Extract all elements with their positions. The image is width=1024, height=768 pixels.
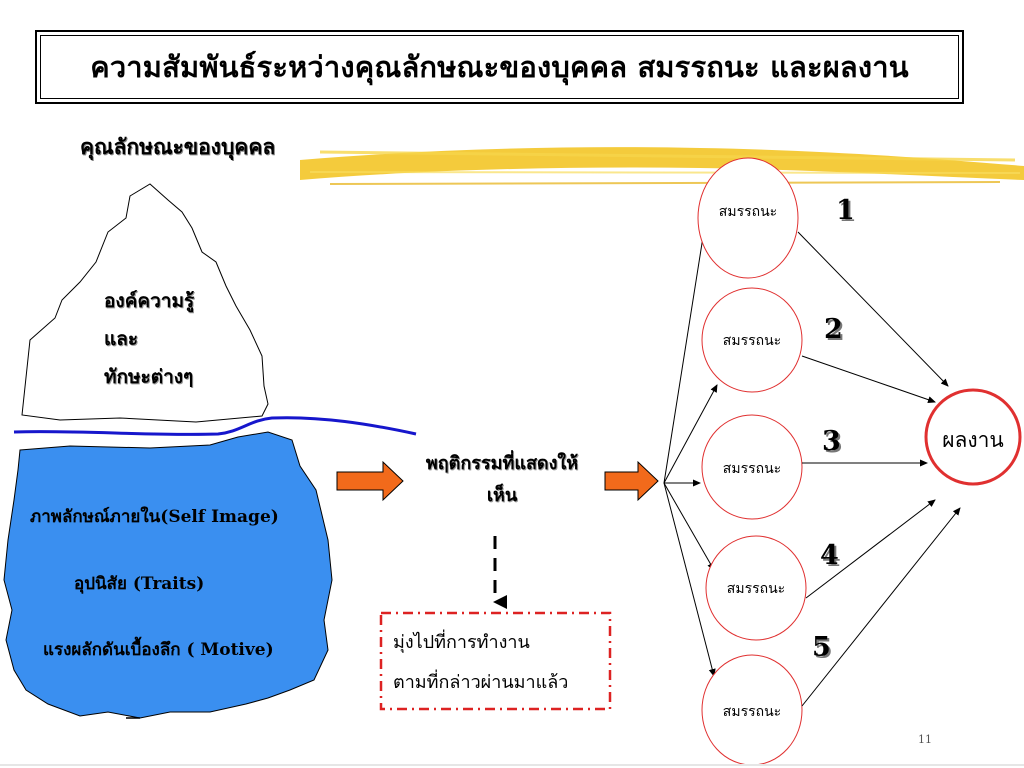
orange-arrow-right [604,460,659,502]
page-title: ความสัมพันธ์ระหว่างคุณลักษณะของบุคคล สมร… [90,50,909,84]
fan-arrows [663,217,718,677]
competency-circle-1 [697,157,799,279]
competency-number-3: 3 [822,426,841,457]
behavior-label: พฤติกรรมที่แสดงให้เห็น [425,453,579,506]
result-arrows [797,231,961,707]
competency-number-4: 4 [820,540,839,571]
waterline [13,416,417,436]
competency-number-2: 2 [824,314,843,345]
competency-number-5: 5 [812,632,831,663]
note-line-2: ตามที่กล่าวผ่านมาแล้ว [393,672,569,693]
iceberg-top-line-1: องค์ความรู้ [104,290,195,312]
competency-circle-3 [701,414,803,520]
result-label: ผลงาน [942,428,1004,452]
iceberg-top-shape [21,183,269,423]
title-box: ความสัมพันธ์ระหว่างคุณลักษณะของบุคคล สมร… [35,30,964,104]
competency-label-3: สมรรถนะ [722,461,782,477]
highlighter-stroke [300,147,1024,185]
section-label: คุณลักษณะของบุคคล [80,134,276,159]
competency-number-1: 1 [836,195,855,226]
competency-circle-4 [705,535,807,641]
iceberg-bottom-line-2: อุปนิสัย (Traits) [74,574,205,594]
iceberg-bottom-line-1: ภาพลักษณ์ภายใน(Self Image) [30,507,279,527]
note-line-1: มุ่งไปที่การทำงาน [393,632,530,653]
competency-label-4: สมรรถนะ [726,581,786,597]
page-number: 11 [918,733,932,746]
orange-arrow-left [336,460,404,502]
competency-label-1: สมรรถนะ [718,204,778,220]
result-circle [924,388,1022,486]
title-box-inner-border [40,35,959,99]
iceberg-underwater-shape [3,431,333,719]
competency-label-2: สมรรถนะ [722,333,782,349]
competency-label-5: สมรรถนะ [722,704,782,720]
competency-circle-2 [701,287,803,393]
iceberg-top-line-2: และ [104,328,139,350]
iceberg-top-line-3: ทักษะต่างๆ [104,366,194,388]
dashed-note-box [379,611,612,711]
iceberg-bottom-line-3: แรงผลักดันเบื้องลึก ( Motive) [43,640,274,660]
